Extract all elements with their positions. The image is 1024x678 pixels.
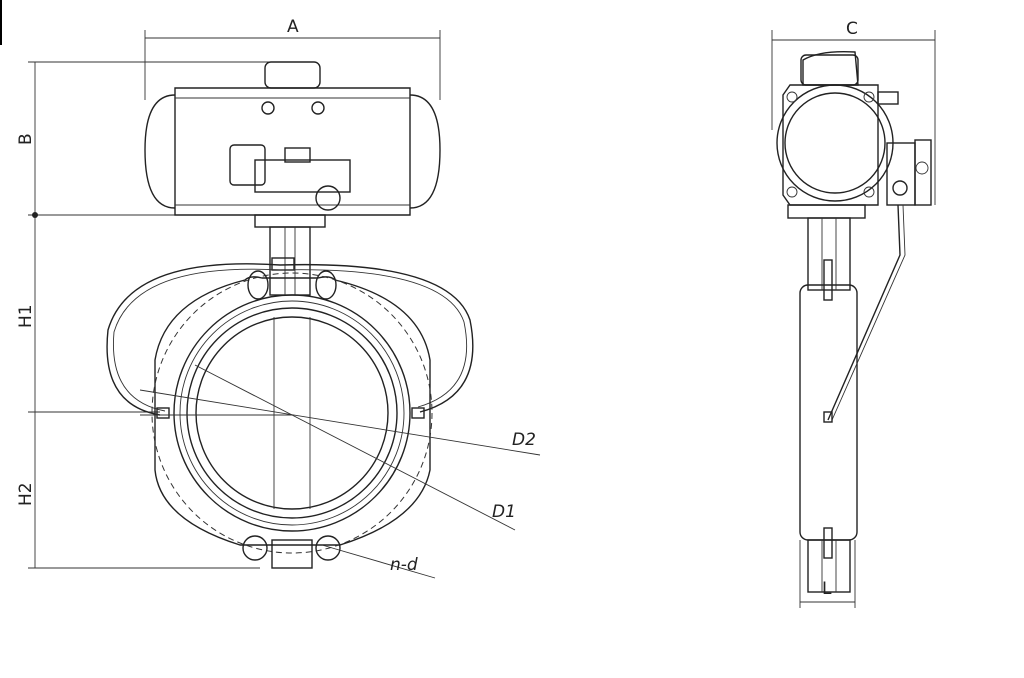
valve-body	[151, 270, 433, 569]
dimension-a: A	[144, 17, 441, 100]
label-d1: D1	[492, 502, 516, 522]
valve-stem	[269, 226, 311, 296]
label-a: A	[287, 17, 299, 37]
side-view: C	[771, 19, 936, 608]
dimension-l: L	[799, 540, 856, 608]
label-h1: H1	[16, 304, 36, 328]
dimension-c: C	[771, 19, 936, 205]
air-tubing	[106, 263, 474, 416]
diameter-leaders: D2 D1 n-d	[139, 364, 541, 579]
valve-side	[799, 204, 906, 593]
pneumatic-actuator	[144, 61, 441, 228]
label-d2: D2	[512, 430, 536, 450]
front-view: A B H1 H2	[16, 17, 541, 579]
actuator-side	[776, 50, 932, 219]
label-l: L	[822, 579, 832, 599]
label-h2: H2	[16, 482, 36, 506]
label-n-d: n-d	[390, 555, 418, 575]
label-b: B	[16, 133, 36, 145]
dimension-b-h1-h2: B H1 H2	[16, 61, 270, 569]
label-c: C	[846, 19, 858, 39]
